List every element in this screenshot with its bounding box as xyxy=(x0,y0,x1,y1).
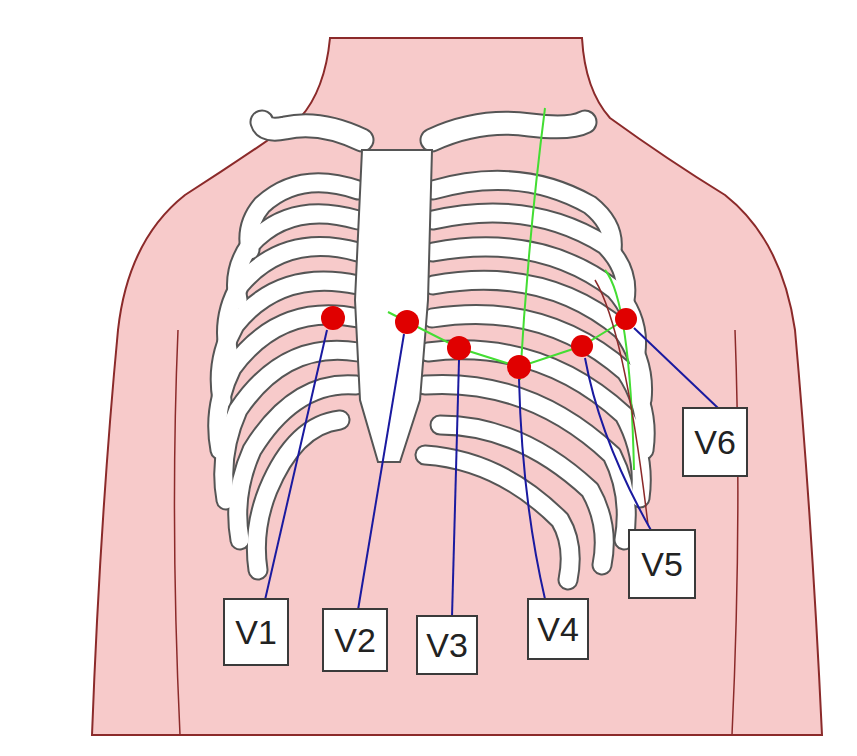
leader-line xyxy=(519,379,545,599)
lead-label: V5 xyxy=(641,547,683,581)
electrode-dot xyxy=(447,336,471,360)
lead-label-box: V4 xyxy=(527,598,589,660)
lead-label: V4 xyxy=(537,612,579,646)
lead-label-box: V3 xyxy=(416,615,478,675)
arm-seam xyxy=(732,330,738,735)
sternum xyxy=(355,150,432,462)
lead-label-box: V1 xyxy=(223,598,289,666)
electrode-dot xyxy=(321,306,345,330)
arm-seam xyxy=(174,330,180,735)
torso-silhouette xyxy=(92,38,822,735)
electrode-dot xyxy=(615,308,637,330)
clavicles xyxy=(262,122,585,140)
lead-label-box: V5 xyxy=(628,529,696,599)
leader-line xyxy=(585,358,652,532)
lead-label: V3 xyxy=(426,628,468,662)
lead-label: V1 xyxy=(235,615,277,649)
clavicle-outline xyxy=(262,122,585,140)
lead-label: V6 xyxy=(694,425,736,459)
lead-label-box: V6 xyxy=(682,407,748,477)
axillary-line xyxy=(595,280,648,525)
lead-label: V2 xyxy=(334,623,376,657)
electrodes xyxy=(321,306,637,379)
electrode-dot xyxy=(507,355,531,379)
rib-outline xyxy=(218,180,645,580)
electrode-dot xyxy=(395,310,419,334)
leader-line xyxy=(452,360,459,617)
lead-label-box: V2 xyxy=(322,608,388,672)
leader-line xyxy=(265,330,327,600)
leader-lines xyxy=(265,328,718,617)
ribs xyxy=(218,180,645,580)
lead-line xyxy=(388,312,626,367)
leader-line xyxy=(358,334,404,610)
electrode-dot xyxy=(571,335,593,357)
midclavicular-line xyxy=(520,108,545,380)
leader-line xyxy=(634,328,718,408)
